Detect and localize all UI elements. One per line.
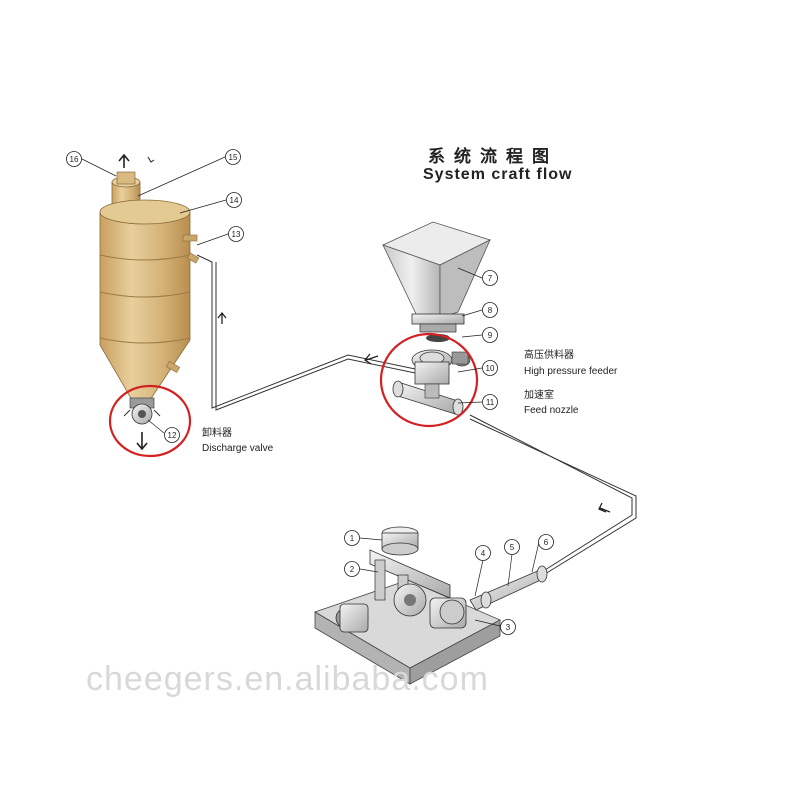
callout-12: 12 (164, 427, 180, 443)
callout-label: 4 (481, 549, 486, 558)
callout-15: 15 (225, 149, 241, 165)
callout-label: 3 (506, 623, 511, 632)
callout-label: 15 (229, 153, 238, 162)
feed-nozzle (392, 380, 464, 416)
discharge-label-cn: 卸料器 (202, 428, 232, 439)
callout-10: 10 (482, 360, 498, 376)
up-arrow-icon (118, 153, 130, 168)
callout-7: 7 (482, 270, 498, 286)
gate-valve (411, 313, 465, 325)
callout-13: 13 (228, 226, 244, 242)
flow-arrow-icon (217, 311, 227, 324)
high-pressure-feeder (411, 349, 471, 385)
small-arrow-icon (147, 156, 155, 163)
discharge-highlight-circle (108, 384, 192, 458)
callout-8: 8 (482, 302, 498, 318)
callout-label: 11 (486, 398, 495, 407)
callout-label: 16 (70, 155, 79, 164)
title-chinese: 系统流程图 (428, 147, 558, 167)
feeder-label-cn: 高压供料器 (524, 350, 574, 361)
callout-9: 9 (482, 327, 498, 343)
blower-assembly (314, 526, 548, 685)
callout-label: 1 (350, 534, 355, 543)
callout-label: 13 (232, 230, 241, 239)
callout-label: 12 (168, 431, 177, 440)
flow-arrow-icon (598, 502, 611, 513)
callout-label: 8 (488, 306, 493, 315)
callout-label: 2 (350, 565, 355, 574)
callout-label: 14 (230, 196, 239, 205)
callout-5: 5 (504, 539, 520, 555)
callout-14: 14 (226, 192, 242, 208)
cyclone-silo (99, 153, 200, 451)
down-arrow-icon (136, 432, 148, 451)
callout-6: 6 (538, 534, 554, 550)
hopper (381, 221, 492, 342)
callout-label: 10 (486, 364, 495, 373)
nozzle-label-cn: 加速室 (524, 390, 554, 401)
callout-1: 1 (344, 530, 360, 546)
watermark: cheegers.en.alibaba.com (86, 660, 489, 698)
callout-label: 6 (544, 538, 549, 547)
flow-arrow-icon (364, 353, 379, 365)
callout-2: 2 (344, 561, 360, 577)
feeder-highlight-circle (379, 332, 479, 428)
callout-label: 5 (510, 543, 515, 552)
callout-16: 16 (66, 151, 82, 167)
title-english: System craft flow (423, 166, 573, 183)
callout-4: 4 (475, 545, 491, 561)
callout-3: 3 (500, 619, 516, 635)
feeder-label-en: High pressure feeder (524, 366, 618, 377)
leader-lines (81, 156, 540, 627)
callout-label: 9 (488, 331, 493, 340)
callout-11: 11 (482, 394, 498, 410)
discharge-valve (123, 397, 161, 425)
discharge-label-en: Discharge valve (202, 443, 274, 454)
callout-label: 7 (488, 274, 493, 283)
nozzle-label-en: Feed nozzle (524, 405, 579, 416)
